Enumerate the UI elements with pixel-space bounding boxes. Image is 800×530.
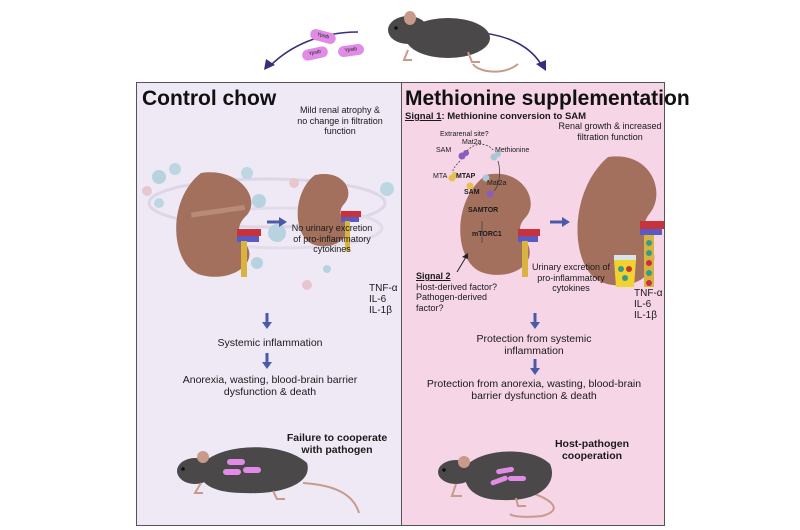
protection-anorexia-text: Protection from anorexia, wasting, blood… [426, 378, 642, 402]
signal2-block: Signal 2 Host-derived factor? Pathogen-d… [416, 271, 498, 313]
mtorc1-label: mTORC1 [472, 231, 502, 238]
renal-atrophy-note: Mild renal atrophy & no change in filtra… [297, 105, 383, 136]
arrow-down-icon [262, 313, 272, 329]
cytokine-list: TNF-α IL-6 IL-1β [369, 283, 398, 316]
mtap-label: MTAP [456, 173, 476, 180]
arrow-down-icon [262, 353, 272, 369]
anorexia-outcome-text: Anorexia, wasting, blood-brain barrier d… [182, 374, 358, 398]
methionine-panel: Methionine supplementation Signal 1: Met… [401, 82, 690, 526]
extrarenal-site-label: Extrarenal site? [440, 131, 489, 138]
arrow-right-icon [550, 217, 570, 227]
kidney-icon [176, 172, 261, 277]
cytokine-swirl-icon [142, 163, 394, 290]
arrow-right-icon [267, 217, 287, 227]
signal2-arrow-icon [456, 253, 468, 273]
bacterium: Ypstb [337, 43, 365, 58]
panel-title-control: Control chow [142, 87, 277, 110]
kidney-enlarged-icon [577, 156, 664, 287]
panel-title-methionine: Methionine supplementation [405, 87, 690, 110]
sick-mouse-icon [177, 447, 360, 514]
mouse-top-icon [388, 11, 519, 73]
urinary-excretion-note: Urinary excretion of pro-inflammatory cy… [531, 262, 611, 293]
bacterium: Ypstb [309, 27, 337, 46]
arrow-down-icon [530, 313, 540, 329]
arrow-down-icon [530, 359, 540, 375]
arrow-to-control-icon [264, 31, 359, 70]
healthy-mouse-icon [438, 451, 555, 518]
cytokine-list: TNF-α IL-6 IL-1β [634, 288, 663, 321]
bacteria-group: Ypstb Ypstb Ypstb [300, 27, 380, 68]
bacterium: Ypstb [301, 45, 329, 62]
pathway-molecules-icon [448, 143, 501, 243]
kidney-small-icon [297, 173, 361, 251]
no-urinary-excretion-note: No urinary excretion of pro-inflammatory… [291, 223, 373, 254]
kidney-pathway-icon [460, 173, 540, 277]
renal-growth-note: Renal growth & increased filtration func… [558, 121, 662, 142]
failure-to-cooperate-label: Failure to cooperate with pathogen [286, 432, 388, 456]
sam-top-label: SAM [436, 147, 452, 154]
mat2a-top-label: Mat2a [462, 139, 482, 146]
systemic-inflammation-text: Systemic inflammation [217, 337, 323, 349]
host-pathogen-cooperation-label: Host-pathogen cooperation [554, 438, 630, 462]
protection-inflammation-text: Protection from systemic inflammation [476, 333, 592, 357]
signal1-heading: Signal 1: Methionine conversion to SAM [405, 111, 587, 122]
mta-label: MTA [433, 173, 448, 180]
urine-cup-icon [614, 255, 636, 287]
samtor-label: SAMTOR [468, 207, 499, 214]
sam-inner-label: SAM [464, 189, 480, 196]
control-chow-panel: Control chow Mild renal a [136, 82, 402, 526]
mat2a-inner-label: Mat2a [487, 180, 507, 187]
methionine-label: Methionine [495, 147, 530, 154]
